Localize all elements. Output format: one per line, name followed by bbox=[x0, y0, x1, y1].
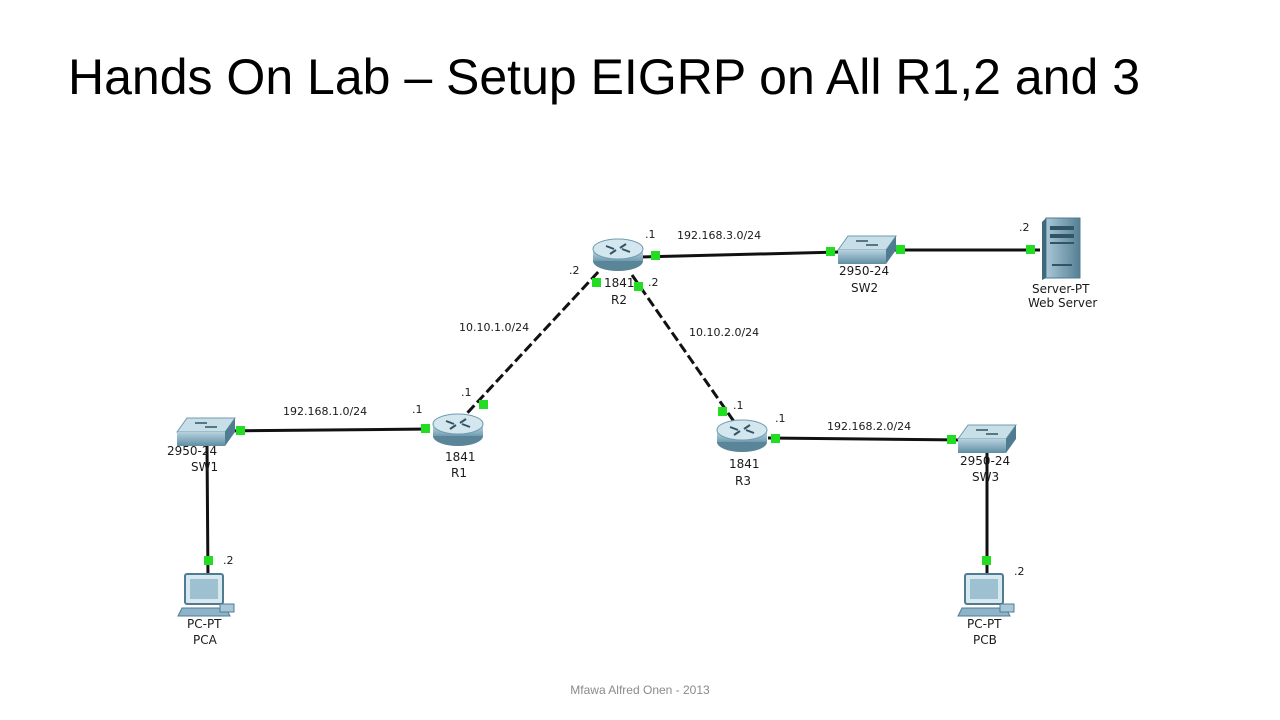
r2-model-label: 1841 bbox=[604, 276, 635, 290]
sw2-name-label: SW2 bbox=[851, 281, 878, 295]
port-light bbox=[204, 556, 213, 565]
network-label-r1-r2: 10.10.1.0/24 bbox=[459, 321, 529, 334]
port-light bbox=[826, 247, 835, 256]
port-light bbox=[718, 407, 727, 416]
link-sw1-r1 bbox=[219, 427, 431, 433]
host-id-r3-sw3: .1 bbox=[775, 412, 786, 425]
host-id-r1-sw1: .1 bbox=[412, 403, 423, 416]
router-r1[interactable]: 1841 R1 bbox=[432, 413, 484, 480]
link-r2-sw2 bbox=[639, 250, 841, 259]
network-label-r1-lan: 192.168.1.0/24 bbox=[283, 405, 367, 418]
router-icon bbox=[432, 413, 484, 446]
pca-name-label: PCA bbox=[193, 633, 218, 647]
switch-icon bbox=[837, 235, 897, 264]
switch-icon bbox=[957, 424, 1017, 453]
network-label-r3-lan: 192.168.2.0/24 bbox=[827, 420, 911, 433]
sw1-model-label: 2950-24 bbox=[167, 444, 217, 458]
server-icon bbox=[1042, 217, 1081, 280]
link-r3-sw3 bbox=[767, 436, 966, 442]
router-r2[interactable]: 1841 R2 bbox=[592, 238, 644, 307]
pca-model-label: PC-PT bbox=[187, 617, 222, 631]
port-light bbox=[634, 282, 643, 291]
host-id-pca: .2 bbox=[223, 554, 234, 567]
host-id-r2-r1: .2 bbox=[569, 264, 580, 277]
server-web[interactable]: Server-PT Web Server bbox=[1028, 217, 1097, 310]
server-model-label: Server-PT bbox=[1032, 282, 1090, 296]
slide-title: Hands On Lab – Setup EIGRP on All R1,2 a… bbox=[68, 49, 1140, 105]
sw3-name-label: SW3 bbox=[972, 470, 999, 484]
port-light bbox=[896, 245, 905, 254]
port-indicators bbox=[204, 245, 1035, 565]
port-light bbox=[982, 556, 991, 565]
host-id-server: .2 bbox=[1019, 221, 1030, 234]
port-light bbox=[479, 400, 488, 409]
slide-footer: Mfawa Alfred Onen - 2013 bbox=[570, 683, 710, 697]
pc-pcb[interactable]: PC-PT PCB bbox=[957, 573, 1015, 647]
link-r2-r3 bbox=[630, 274, 737, 424]
switch-sw2[interactable]: 2950-24 SW2 bbox=[837, 235, 897, 295]
network-label-r2-r3: 10.10.2.0/24 bbox=[689, 326, 759, 339]
port-light bbox=[1026, 245, 1035, 254]
port-light bbox=[771, 434, 780, 443]
host-id-r1-r2: .1 bbox=[461, 386, 472, 399]
switch-sw1[interactable]: 2950-24 SW1 bbox=[167, 417, 236, 474]
port-light bbox=[651, 251, 660, 260]
sw2-model-label: 2950-24 bbox=[839, 264, 889, 278]
link-r1-r2 bbox=[456, 268, 602, 425]
pcb-name-label: PCB bbox=[973, 633, 997, 647]
network-label-r2-lan: 192.168.3.0/24 bbox=[677, 229, 761, 242]
r3-model-label: 1841 bbox=[729, 457, 760, 471]
host-id-r2-sw2: .1 bbox=[645, 228, 656, 241]
links bbox=[205, 248, 1040, 581]
r1-name-label: R1 bbox=[451, 466, 467, 480]
router-icon bbox=[716, 419, 768, 452]
router-icon bbox=[592, 238, 644, 271]
host-id-r2-r3: .2 bbox=[648, 276, 659, 289]
pc-icon bbox=[177, 573, 235, 617]
port-light bbox=[592, 278, 601, 287]
host-id-pcb: .2 bbox=[1014, 565, 1025, 578]
pc-pca[interactable]: PC-PT PCA bbox=[177, 573, 235, 647]
sw1-name-label: SW1 bbox=[191, 460, 218, 474]
pcb-model-label: PC-PT bbox=[967, 617, 1002, 631]
host-id-r3-r2: .1 bbox=[733, 399, 744, 412]
router-r3[interactable]: 1841 R3 bbox=[716, 419, 768, 488]
r1-model-label: 1841 bbox=[445, 450, 476, 464]
pc-icon bbox=[957, 573, 1015, 617]
switch-icon bbox=[176, 417, 236, 446]
port-light bbox=[236, 426, 245, 435]
r3-name-label: R3 bbox=[735, 474, 751, 488]
r2-name-label: R2 bbox=[611, 293, 627, 307]
switch-sw3[interactable]: 2950-24 SW3 bbox=[957, 424, 1017, 484]
port-light bbox=[421, 424, 430, 433]
port-light bbox=[947, 435, 956, 444]
sw3-model-label: 2950-24 bbox=[960, 454, 1010, 468]
server-name-label: Web Server bbox=[1028, 296, 1097, 310]
